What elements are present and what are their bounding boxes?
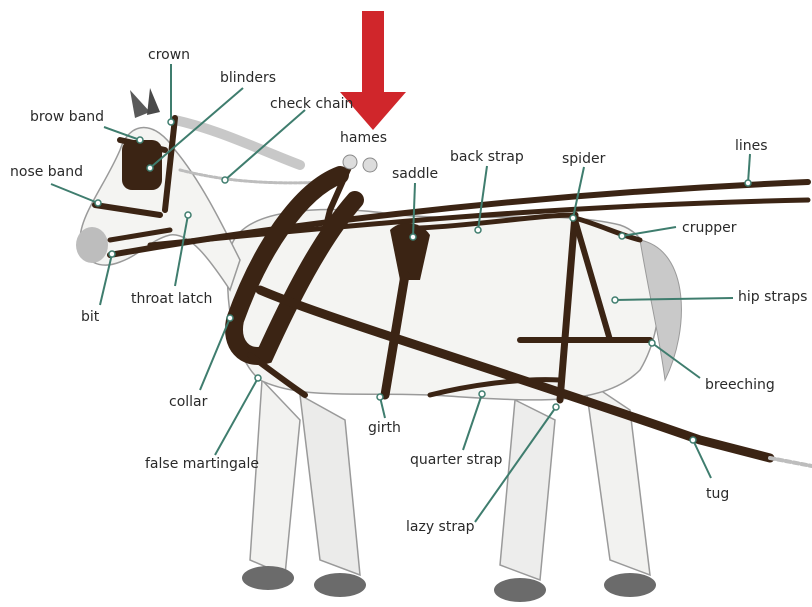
label-lazy-strap: lazy strap bbox=[406, 519, 475, 535]
label-blinders: blinders bbox=[220, 70, 276, 86]
label-back-strap: back strap bbox=[450, 149, 524, 165]
down-arrow-icon bbox=[340, 11, 406, 130]
label-breeching: breeching bbox=[705, 377, 775, 393]
label-collar: collar bbox=[169, 394, 207, 410]
label-brow-band: brow band bbox=[30, 109, 104, 125]
label-check-chain: check chain bbox=[270, 96, 353, 112]
label-hip-straps: hip straps bbox=[738, 289, 807, 305]
label-spider: spider bbox=[562, 151, 605, 167]
label-quarter-strap: quarter strap bbox=[410, 452, 502, 468]
label-bit: bit bbox=[81, 309, 99, 325]
label-girth: girth bbox=[368, 420, 401, 436]
label-nose-band: nose band bbox=[10, 164, 83, 180]
label-saddle: saddle bbox=[392, 166, 438, 182]
label-crown: crown bbox=[148, 47, 190, 63]
label-crupper: crupper bbox=[682, 220, 736, 236]
label-throat-latch: throat latch bbox=[131, 291, 212, 307]
label-false-martingale: false martingale bbox=[145, 456, 259, 472]
label-lines: lines bbox=[735, 138, 768, 154]
label-hames: hames bbox=[340, 130, 387, 146]
label-tug: tug bbox=[706, 486, 729, 502]
